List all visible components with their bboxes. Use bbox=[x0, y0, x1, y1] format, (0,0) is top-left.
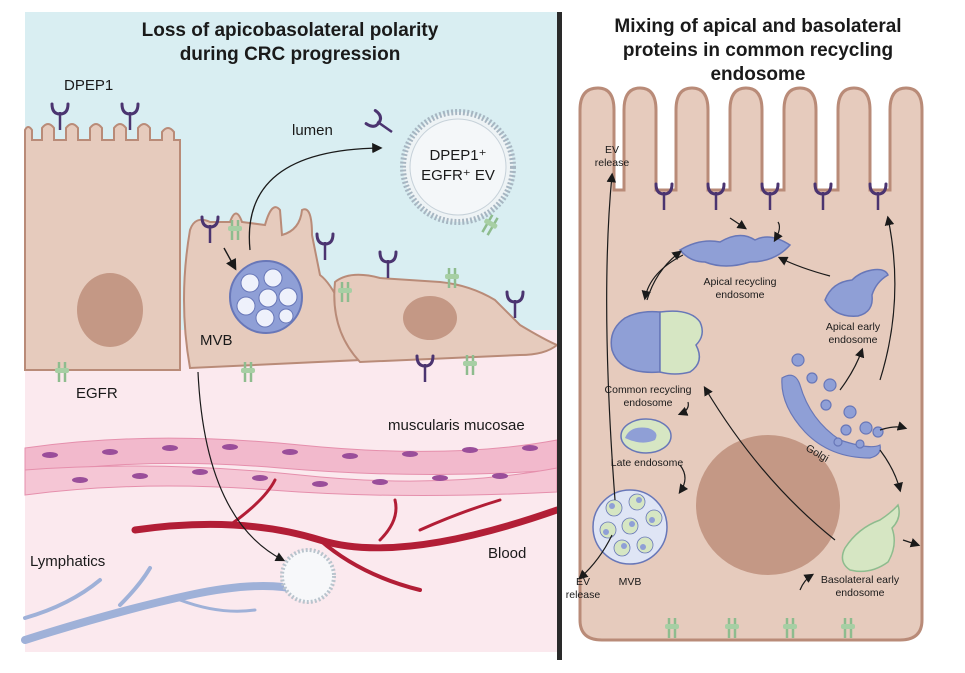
label-apical-recycling-1: Apical recycling bbox=[704, 276, 777, 288]
nucleus bbox=[696, 435, 840, 575]
nucleus bbox=[403, 296, 457, 340]
right-title-line1: Mixing of apical and basolateral bbox=[614, 16, 901, 37]
invasion-arrow bbox=[197, 371, 286, 562]
label-late-endosome: Late endosome bbox=[611, 457, 684, 469]
label-ev-line2: EGFR⁺ EV bbox=[421, 167, 495, 184]
label-dpep1: DPEP1 bbox=[64, 77, 113, 94]
secretion-arrow bbox=[248, 142, 383, 251]
common-recycling-endosome bbox=[610, 310, 703, 375]
left-title-line1: Loss of apicobasolateral polarity bbox=[142, 20, 439, 41]
label-ev-line1: DPEP1⁺ bbox=[429, 147, 486, 164]
blood-vessels bbox=[131, 478, 561, 592]
label-mvb-right: MVB bbox=[619, 576, 642, 588]
right-title-line2: proteins in common recycling bbox=[623, 40, 893, 61]
label-ev-release-bottom-2: release bbox=[566, 589, 601, 601]
label-apical-recycling-2: endosome bbox=[715, 289, 764, 301]
basolateral-early-endosome bbox=[841, 503, 900, 573]
label-ev-release-top-1: EV bbox=[605, 144, 619, 156]
late-endosome bbox=[620, 418, 672, 454]
label-ev-release-top-2: release bbox=[595, 157, 630, 169]
mvb-body bbox=[592, 489, 668, 565]
label-blood: Blood bbox=[488, 545, 526, 562]
left-panel: Loss of apicobasolateral polarity during… bbox=[21, 12, 561, 652]
apical-early-endosome bbox=[824, 268, 889, 317]
label-ev-release-bottom-1: EV bbox=[576, 576, 590, 588]
left-title-line2: during CRC progression bbox=[180, 44, 401, 65]
label-common-recycling-1: Common recycling bbox=[605, 384, 692, 396]
label-apical-early-2: endosome bbox=[828, 334, 877, 346]
label-egfr: EGFR bbox=[76, 385, 118, 402]
label-common-recycling-2: endosome bbox=[623, 397, 672, 409]
label-mvb: MVB bbox=[200, 332, 233, 349]
right-panel: Mixing of apical and basolateral protein… bbox=[566, 16, 924, 642]
right-title-line3: endosome bbox=[710, 64, 805, 85]
label-apical-early-1: Apical early bbox=[826, 321, 881, 333]
extracellular-vesicle bbox=[400, 109, 516, 225]
circulating-vesicle bbox=[280, 548, 336, 604]
lymphatics-vessels bbox=[21, 566, 304, 644]
nucleus bbox=[77, 273, 143, 347]
panel-divider bbox=[557, 12, 562, 660]
muscularis-mucosae bbox=[24, 437, 558, 497]
mvb-body bbox=[229, 260, 303, 334]
trafficking-arrows bbox=[578, 172, 921, 591]
left-columnar-cell bbox=[24, 123, 181, 371]
label-basolateral-early-2: endosome bbox=[835, 587, 884, 599]
label-muscularis: muscularis mucosae bbox=[388, 417, 525, 434]
label-lumen: lumen bbox=[292, 122, 333, 139]
apical-recycling-endosome bbox=[678, 234, 792, 267]
label-basolateral-early-1: Basolateral early bbox=[821, 574, 900, 586]
label-lymphatics: Lymphatics bbox=[30, 553, 105, 570]
golgi-apparatus bbox=[781, 353, 884, 459]
flattened-cell bbox=[333, 273, 559, 364]
